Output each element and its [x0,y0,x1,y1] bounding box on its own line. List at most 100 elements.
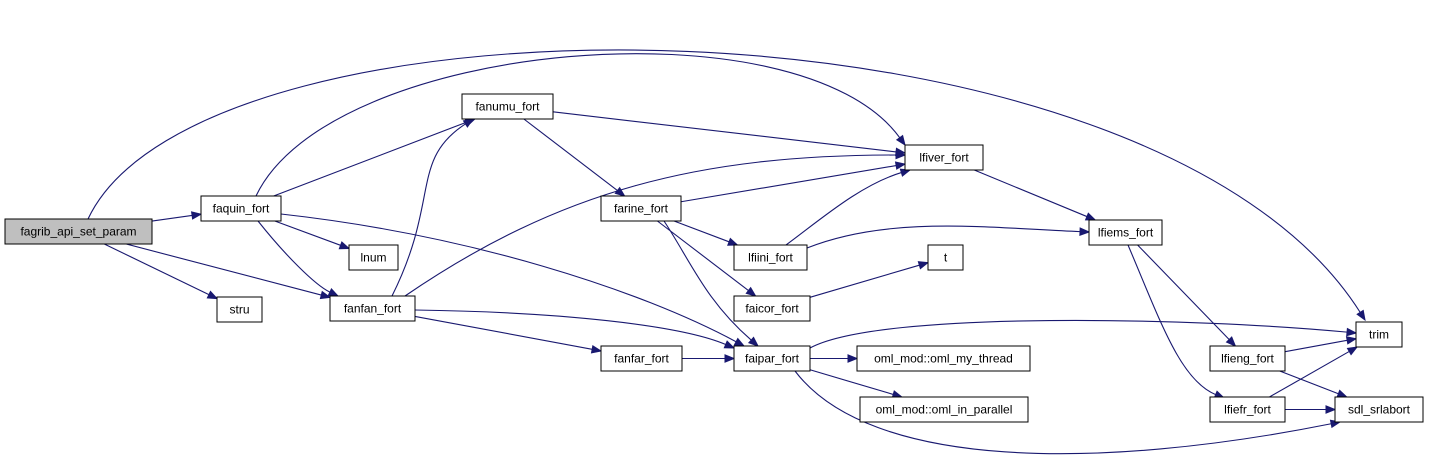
arrowhead-icon [1346,346,1359,356]
edge-faquin_fort-to-lnum [274,220,351,250]
node-box [1209,345,1286,372]
node-box [216,296,263,323]
edge-lfiefr_fort-to-trim [1269,346,1359,398]
edge-line [273,121,467,197]
node-label: lfiems_fort [1098,226,1154,240]
node-box [1209,396,1286,423]
node-faquin-fort[interactable]: faquin_fort [200,195,282,222]
node-faicor-fort[interactable]: faicor_fort [733,295,811,322]
edge-line [673,220,730,243]
node-t[interactable]: t [927,244,964,271]
arrowhead-icon [1079,227,1091,236]
node-trim[interactable]: trim [1355,321,1403,348]
edge-line [1137,244,1230,340]
edge-faquin_fort-to-faipar_fort [280,213,746,347]
edge-line [657,220,749,291]
edge-fanumu_fort-to-lfiver_fort [552,111,907,157]
edge-faipar_fort-to-oml_in_parallel [809,369,904,399]
node-box [733,345,811,372]
edge-faquin_fort-to-fanfan_fort [257,220,340,297]
node-label: fanumu_fort [475,100,540,114]
edge-fanfar_fort-to-faipar_fort [681,354,736,363]
node-label: sdl_srlabort [1348,403,1411,417]
node-box [859,396,1029,423]
edge-line [274,220,341,246]
node-stru[interactable]: stru [216,296,263,323]
node-lfieng-fort[interactable]: lfieng_fort [1209,345,1286,372]
node-lnum[interactable]: lnum [348,244,399,271]
edge-lfiver_fort-to-lfiems_fort [974,169,1097,221]
edge-lfieng_fort-to-sdl_srlabort [1279,370,1349,398]
arrowhead-icon [1084,212,1097,221]
edge-line [523,118,618,191]
edge-fagrib_api_set_param-to-faquin_fort [151,211,203,222]
edge-line [1127,244,1216,396]
node-sdl-srlabort[interactable]: sdl_srlabort [1334,396,1424,423]
arrowhead-icon [727,237,739,246]
arrowhead-icon [1336,389,1349,398]
node-label: fanfan_fort [344,302,402,316]
edge-line [974,169,1088,218]
edge-line [404,154,897,297]
arrowhead-icon [747,336,760,347]
edge-faipar_fort-to-trim [809,319,1358,349]
edge-fagrib_api_set_param-to-trim [87,49,1366,322]
node-label: faicor_fort [745,302,799,316]
edge-line [1269,350,1350,398]
edges-layer [87,49,1366,455]
node-fagrib-api-set-param[interactable]: fagrib_api_set_param [4,218,153,245]
edge-faquin_fort-to-lfiver_fort [255,53,906,197]
edge-line [1284,339,1348,353]
arrowhead-icon [847,354,859,363]
node-label: trim [1369,328,1389,342]
arrowhead-icon [917,261,930,270]
arrowhead-icon [1356,309,1366,322]
arrowhead-icon [338,241,351,250]
edge-line [151,214,193,222]
edge-farine_fort-to-lfiini_fort [673,220,739,246]
arrowhead-icon [745,286,757,297]
node-faipar-fort[interactable]: faipar_fort [733,345,811,372]
node-label: farine_fort [614,202,669,216]
arrowhead-icon [895,147,907,157]
arrowhead-icon [723,340,736,349]
edge-line [809,319,1348,349]
edge-line [785,172,902,246]
edge-lfieng_fort-to-trim [1284,336,1358,353]
edge-line [552,111,897,153]
node-label: fagrib_api_set_param [20,225,136,239]
edge-line [1279,370,1339,395]
arrowhead-icon [190,211,203,220]
node-label: faquin_fort [213,202,270,216]
edge-farine_fort-to-lfiver_fort [680,161,907,203]
node-box [733,244,808,271]
node-label: t [944,251,948,265]
node-label: lfieng_fort [1221,352,1274,366]
node-fanumu-fort[interactable]: fanumu_fort [461,93,554,120]
edge-line [391,123,466,297]
arrowhead-icon [319,290,332,300]
node-box [348,244,399,271]
edge-line [414,315,593,350]
edge-line [663,220,752,341]
edge-line [809,369,894,395]
node-box [904,144,984,171]
node-farine-fort[interactable]: farine_fort [600,195,682,222]
node-fanfar-fort[interactable]: fanfar_fort [600,345,683,372]
node-lfiems-fort[interactable]: lfiems_fort [1088,219,1163,246]
node-lfiefr-fort[interactable]: lfiefr_fort [1209,396,1286,423]
edge-line [809,264,920,298]
node-fanfan-fort[interactable]: fanfan_fort [329,295,416,322]
arrowhead-icon [590,344,603,354]
node-box [4,218,153,245]
edge-faicor_fort-to-t [809,261,930,298]
node-lfiver-fort[interactable]: lfiver_fort [904,144,984,171]
arrowhead-icon [614,186,626,197]
node-oml-in-parallel[interactable]: oml_mod::oml_in_parallel [859,396,1029,423]
edge-lfiini_fort-to-lfiems_fort [806,225,1091,249]
node-oml-my-thread[interactable]: oml_mod::oml_my_thread [856,345,1031,372]
node-lfiini-fort[interactable]: lfiini_fort [733,244,808,271]
edge-fanfan_fort-to-fanfar_fort [414,315,603,354]
